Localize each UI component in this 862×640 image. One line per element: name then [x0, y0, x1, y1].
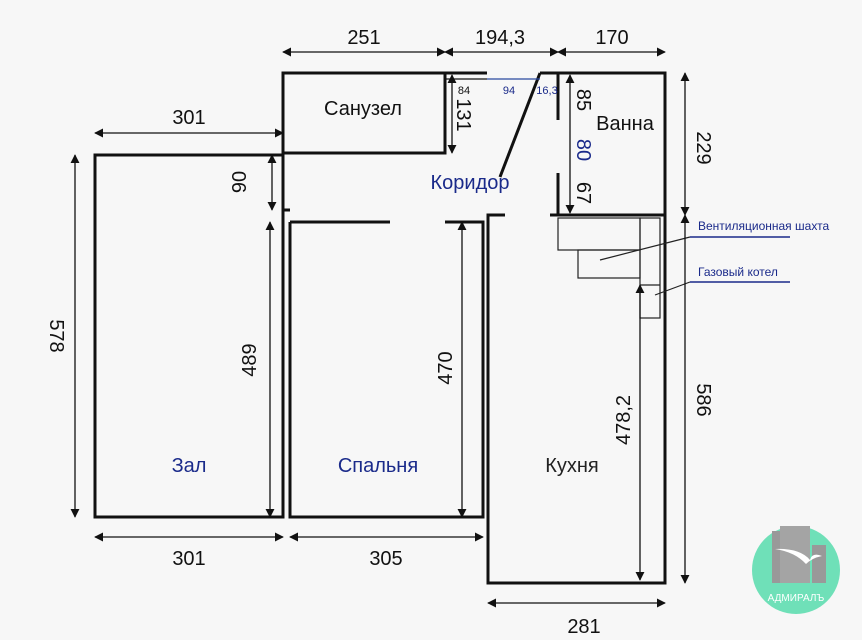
room-zal: Зал	[172, 455, 207, 477]
dim-131: 131	[452, 98, 474, 131]
dim-489: 489	[239, 343, 261, 376]
door-swing	[498, 72, 542, 178]
admiral-logo: АДМИРАЛЪ	[752, 526, 840, 614]
dim-85: 85	[572, 89, 594, 111]
dim-470: 470	[435, 351, 457, 384]
room-spalnya: Спальня	[338, 455, 418, 477]
dim-478: 478,2	[613, 395, 635, 445]
dim-zal-height: 578	[45, 319, 67, 352]
dim-84: 84	[458, 85, 470, 97]
dim-67: 67	[572, 182, 594, 204]
dim-bottom-spalnya: 305	[369, 548, 402, 570]
room-koridor: Коридор	[431, 172, 510, 194]
dim-16: 16,3	[536, 85, 557, 97]
room-kukhnya: Кухня	[545, 455, 599, 477]
dim-top-vanna: 170	[595, 27, 628, 49]
dim-229: 229	[692, 131, 714, 164]
dimension-lines	[70, 47, 690, 608]
logo-text: АДМИРАЛЪ	[768, 593, 825, 604]
label-boiler: Газовый котел	[698, 265, 778, 279]
room-vanna: Ванна	[596, 113, 655, 135]
dim-90: 90	[229, 171, 251, 193]
dim-586: 586	[692, 383, 714, 416]
dim-bottom-zal: 301	[172, 548, 205, 570]
walls	[93, 71, 667, 585]
dim-bottom-kitchen: 281	[567, 616, 600, 638]
dim-top-sanuzel: 251	[347, 27, 380, 49]
dim-94: 94	[503, 85, 515, 97]
dim-top-corridor: 194,3	[475, 27, 525, 49]
dim-80: 80	[572, 139, 594, 161]
room-sanuzel: Санузел	[324, 98, 402, 120]
dim-zal-top: 301	[172, 107, 205, 129]
label-vent: Вентиляционная шахта	[698, 219, 830, 233]
